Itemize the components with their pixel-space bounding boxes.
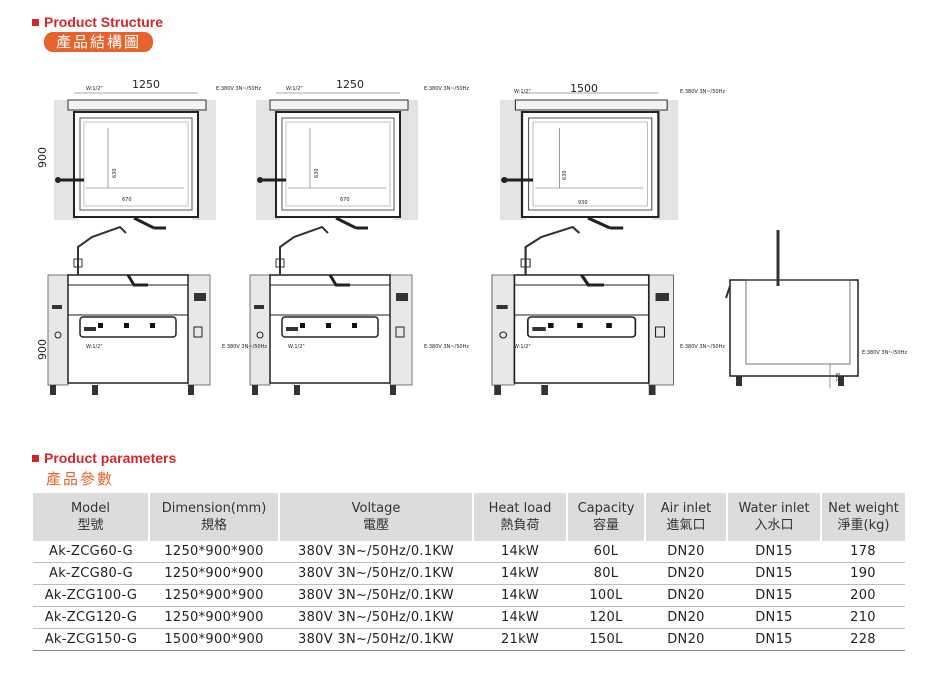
cell-dimension: 1500*900*900	[149, 628, 279, 651]
structure-heading: Product Structure 產品結構圖	[32, 14, 163, 52]
top-view-2	[254, 91, 420, 230]
structure-title-en: Product Structure	[44, 14, 164, 30]
inner-depth-1: 630	[112, 168, 118, 178]
dim-width-1: 1250	[132, 78, 160, 91]
cell-model: Ak-ZCG100-G	[33, 584, 149, 607]
cell-water-inlet: DN15	[727, 541, 821, 563]
cell-capacity: 80L	[567, 562, 645, 585]
cell-net-weight: 200	[821, 584, 905, 607]
side-leg-label: 225	[836, 372, 842, 382]
front-power-label-2: E:380V 3N~/50Hz	[424, 344, 469, 350]
cell-water-inlet: DN15	[727, 606, 821, 629]
power-label-1: E:380V 3N~/50Hz	[216, 86, 261, 92]
front-view-1	[46, 225, 212, 397]
cell-capacity: 120L	[567, 606, 645, 629]
table-row: Ak-ZCG60-G 1250*900*900 380V 3N~/50Hz/0.…	[33, 541, 905, 563]
cell-model: Ak-ZCG80-G	[33, 562, 149, 585]
cell-voltage: 380V 3N~/50Hz/0.1KW	[279, 541, 473, 563]
power-label-2: E:380V 3N~/50Hz	[424, 86, 469, 92]
water-label-3: W:1/2"	[514, 89, 531, 95]
cell-voltage: 380V 3N~/50Hz/0.1KW	[279, 584, 473, 607]
cell-capacity: 60L	[567, 541, 645, 563]
top-view-3	[498, 91, 680, 230]
inner-depth-3: 630	[562, 170, 568, 180]
inner-depth-2: 630	[314, 168, 320, 178]
cell-water-inlet: DN15	[727, 628, 821, 651]
cell-air-inlet: DN20	[645, 562, 727, 585]
cell-heat-load: 14kW	[473, 541, 567, 563]
front-water-label-1: W:1/2"	[86, 344, 103, 350]
cell-heat-load: 21kW	[473, 628, 567, 651]
cell-capacity: 150L	[567, 628, 645, 651]
cell-heat-load: 14kW	[473, 584, 567, 607]
params-title-en: Product parameters	[44, 450, 177, 466]
params-title-cn: 產品參數	[46, 470, 115, 488]
front-water-label-3: W:1/2"	[514, 344, 531, 350]
side-power-label: E:380V 3N~/50Hz	[862, 350, 907, 356]
cell-water-inlet: DN15	[727, 562, 821, 585]
front-power-label-3: E:380V 3N~/50Hz	[680, 344, 725, 350]
table-row: Ak-ZCG120-G 1250*900*900 380V 3N~/50Hz/0…	[33, 606, 905, 629]
cell-model: Ak-ZCG60-G	[33, 541, 149, 563]
front-view-3	[490, 225, 676, 397]
table-row: Ak-ZCG100-G 1250*900*900 380V 3N~/50Hz/0…	[33, 584, 905, 607]
inner-width-3: 930	[578, 200, 588, 206]
technical-drawings: 1250 1250 1500 900 900 W:1/2" E:380V 3N~…	[36, 78, 907, 397]
cell-air-inlet: DN20	[645, 584, 727, 607]
cell-voltage: 380V 3N~/50Hz/0.1KW	[279, 628, 473, 651]
cell-voltage: 380V 3N~/50Hz/0.1KW	[279, 562, 473, 585]
cell-air-inlet: DN20	[645, 628, 727, 651]
table-row: Ak-ZCG80-G 1250*900*900 380V 3N~/50Hz/0.…	[33, 562, 905, 585]
cell-net-weight: 228	[821, 628, 905, 651]
front-water-label-2: W:1/2"	[288, 344, 305, 350]
bullet-square-icon	[32, 454, 39, 462]
cell-net-weight: 190	[821, 562, 905, 585]
cell-air-inlet: DN20	[645, 606, 727, 629]
cell-air-inlet: DN20	[645, 541, 727, 563]
dim-width-3: 1500	[570, 82, 598, 95]
top-view-1	[52, 91, 218, 230]
water-label-2: W:1/2"	[286, 86, 303, 92]
cell-voltage: 380V 3N~/50Hz/0.1KW	[279, 606, 473, 629]
water-label-1: W:1/2"	[86, 86, 103, 92]
table-row: Ak-ZCG150-G 1500*900*900 380V 3N~/50Hz/0…	[33, 628, 905, 651]
bullet-square-icon	[32, 18, 39, 26]
cell-water-inlet: DN15	[727, 584, 821, 607]
cell-dimension: 1250*900*900	[149, 606, 279, 629]
cell-heat-load: 14kW	[473, 606, 567, 629]
cell-dimension: 1250*900*900	[149, 584, 279, 607]
structure-title-cn: 產品結構圖	[44, 32, 154, 52]
side-view	[725, 230, 859, 388]
cell-heat-load: 14kW	[473, 562, 567, 585]
inner-width-1: 670	[122, 197, 132, 203]
dim-width-2: 1250	[336, 78, 364, 91]
dim-depth-1: 900	[36, 147, 49, 168]
power-label-3: E:380V 3N~/50Hz	[680, 89, 725, 95]
cell-capacity: 100L	[567, 584, 645, 607]
cell-net-weight: 210	[821, 606, 905, 629]
inner-width-2: 670	[340, 197, 350, 203]
cell-model: Ak-ZCG150-G	[33, 628, 149, 651]
front-view-2	[248, 225, 414, 397]
header-dimension: Dimension(mm)規格	[149, 493, 280, 541]
cell-net-weight: 178	[821, 541, 905, 563]
front-power-label-1: E:380V 3N~/50Hz	[222, 344, 267, 350]
params-heading: Product parameters 產品參數	[32, 450, 176, 489]
dim-height-1: 900	[36, 339, 49, 360]
cell-dimension: 1250*900*900	[149, 562, 279, 585]
cell-model: Ak-ZCG120-G	[33, 606, 149, 629]
cell-dimension: 1250*900*900	[149, 541, 279, 563]
